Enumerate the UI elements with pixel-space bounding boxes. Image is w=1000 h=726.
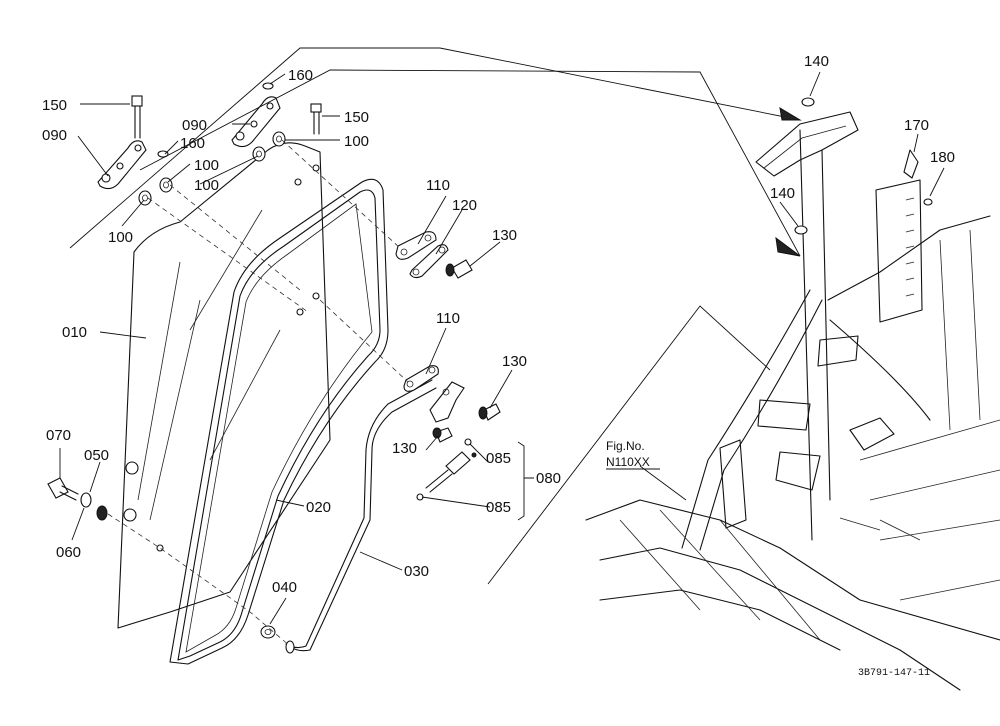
callout-030: 030 (404, 563, 429, 580)
callout-080: 080 (536, 470, 561, 487)
gas-strut (416, 438, 477, 501)
door-seal (169, 178, 389, 665)
callout-110-upper: 110 (426, 177, 450, 194)
diagram-code: 3B791-147-11 (858, 668, 930, 679)
callout-120: 120 (452, 197, 477, 214)
callout-leaders (59, 71, 945, 625)
callout-040: 040 (272, 579, 297, 596)
lower-fasteners (47, 477, 108, 521)
callout-160-left: 160 (180, 135, 205, 152)
callout-085-upper: 085 (486, 450, 511, 467)
callout-050: 050 (84, 447, 109, 464)
callout-140-upper: 140 (804, 53, 829, 70)
hinge-bracket-left (97, 95, 169, 190)
callout-140-lower: 140 (770, 185, 795, 202)
bushing-040 (260, 625, 276, 639)
figure-reference: Fig.No. N110XX (606, 439, 660, 470)
callout-130-mid: 130 (502, 353, 527, 370)
hinge-bracket-right (231, 82, 322, 148)
cab-frame (585, 97, 1000, 691)
callout-100-right: 100 (344, 133, 369, 150)
callout-150-right: 150 (344, 109, 369, 126)
callout-150-left: 150 (42, 97, 67, 114)
callout-130-lower: 130 (392, 440, 417, 457)
glass-panel (117, 142, 331, 629)
callout-090-left: 090 (42, 127, 67, 144)
figure-ref-number: N110XX (606, 455, 650, 469)
callout-130-upper: 130 (492, 227, 517, 244)
callout-020: 020 (306, 499, 331, 516)
callout-085-lower: 085 (486, 499, 511, 516)
callout-100-lower-left: 100 (108, 229, 133, 246)
callout-160-right: 160 (288, 67, 313, 84)
callout-110-lower: 110 (436, 310, 460, 327)
plate-set-lower (403, 365, 501, 443)
plate-set-upper (395, 231, 473, 279)
callout-010: 010 (62, 324, 87, 341)
callout-090-right: 090 (182, 117, 207, 134)
callout-070: 070 (46, 427, 71, 444)
callout-060: 060 (56, 544, 81, 561)
callout-100-mid-left: 100 (194, 177, 219, 194)
callout-180: 180 (930, 149, 955, 166)
grab-rod (285, 379, 437, 654)
callout-170: 170 (904, 117, 929, 134)
callout-100-upper-left: 100 (194, 157, 219, 174)
figure-ref-label: Fig.No. (606, 439, 645, 453)
